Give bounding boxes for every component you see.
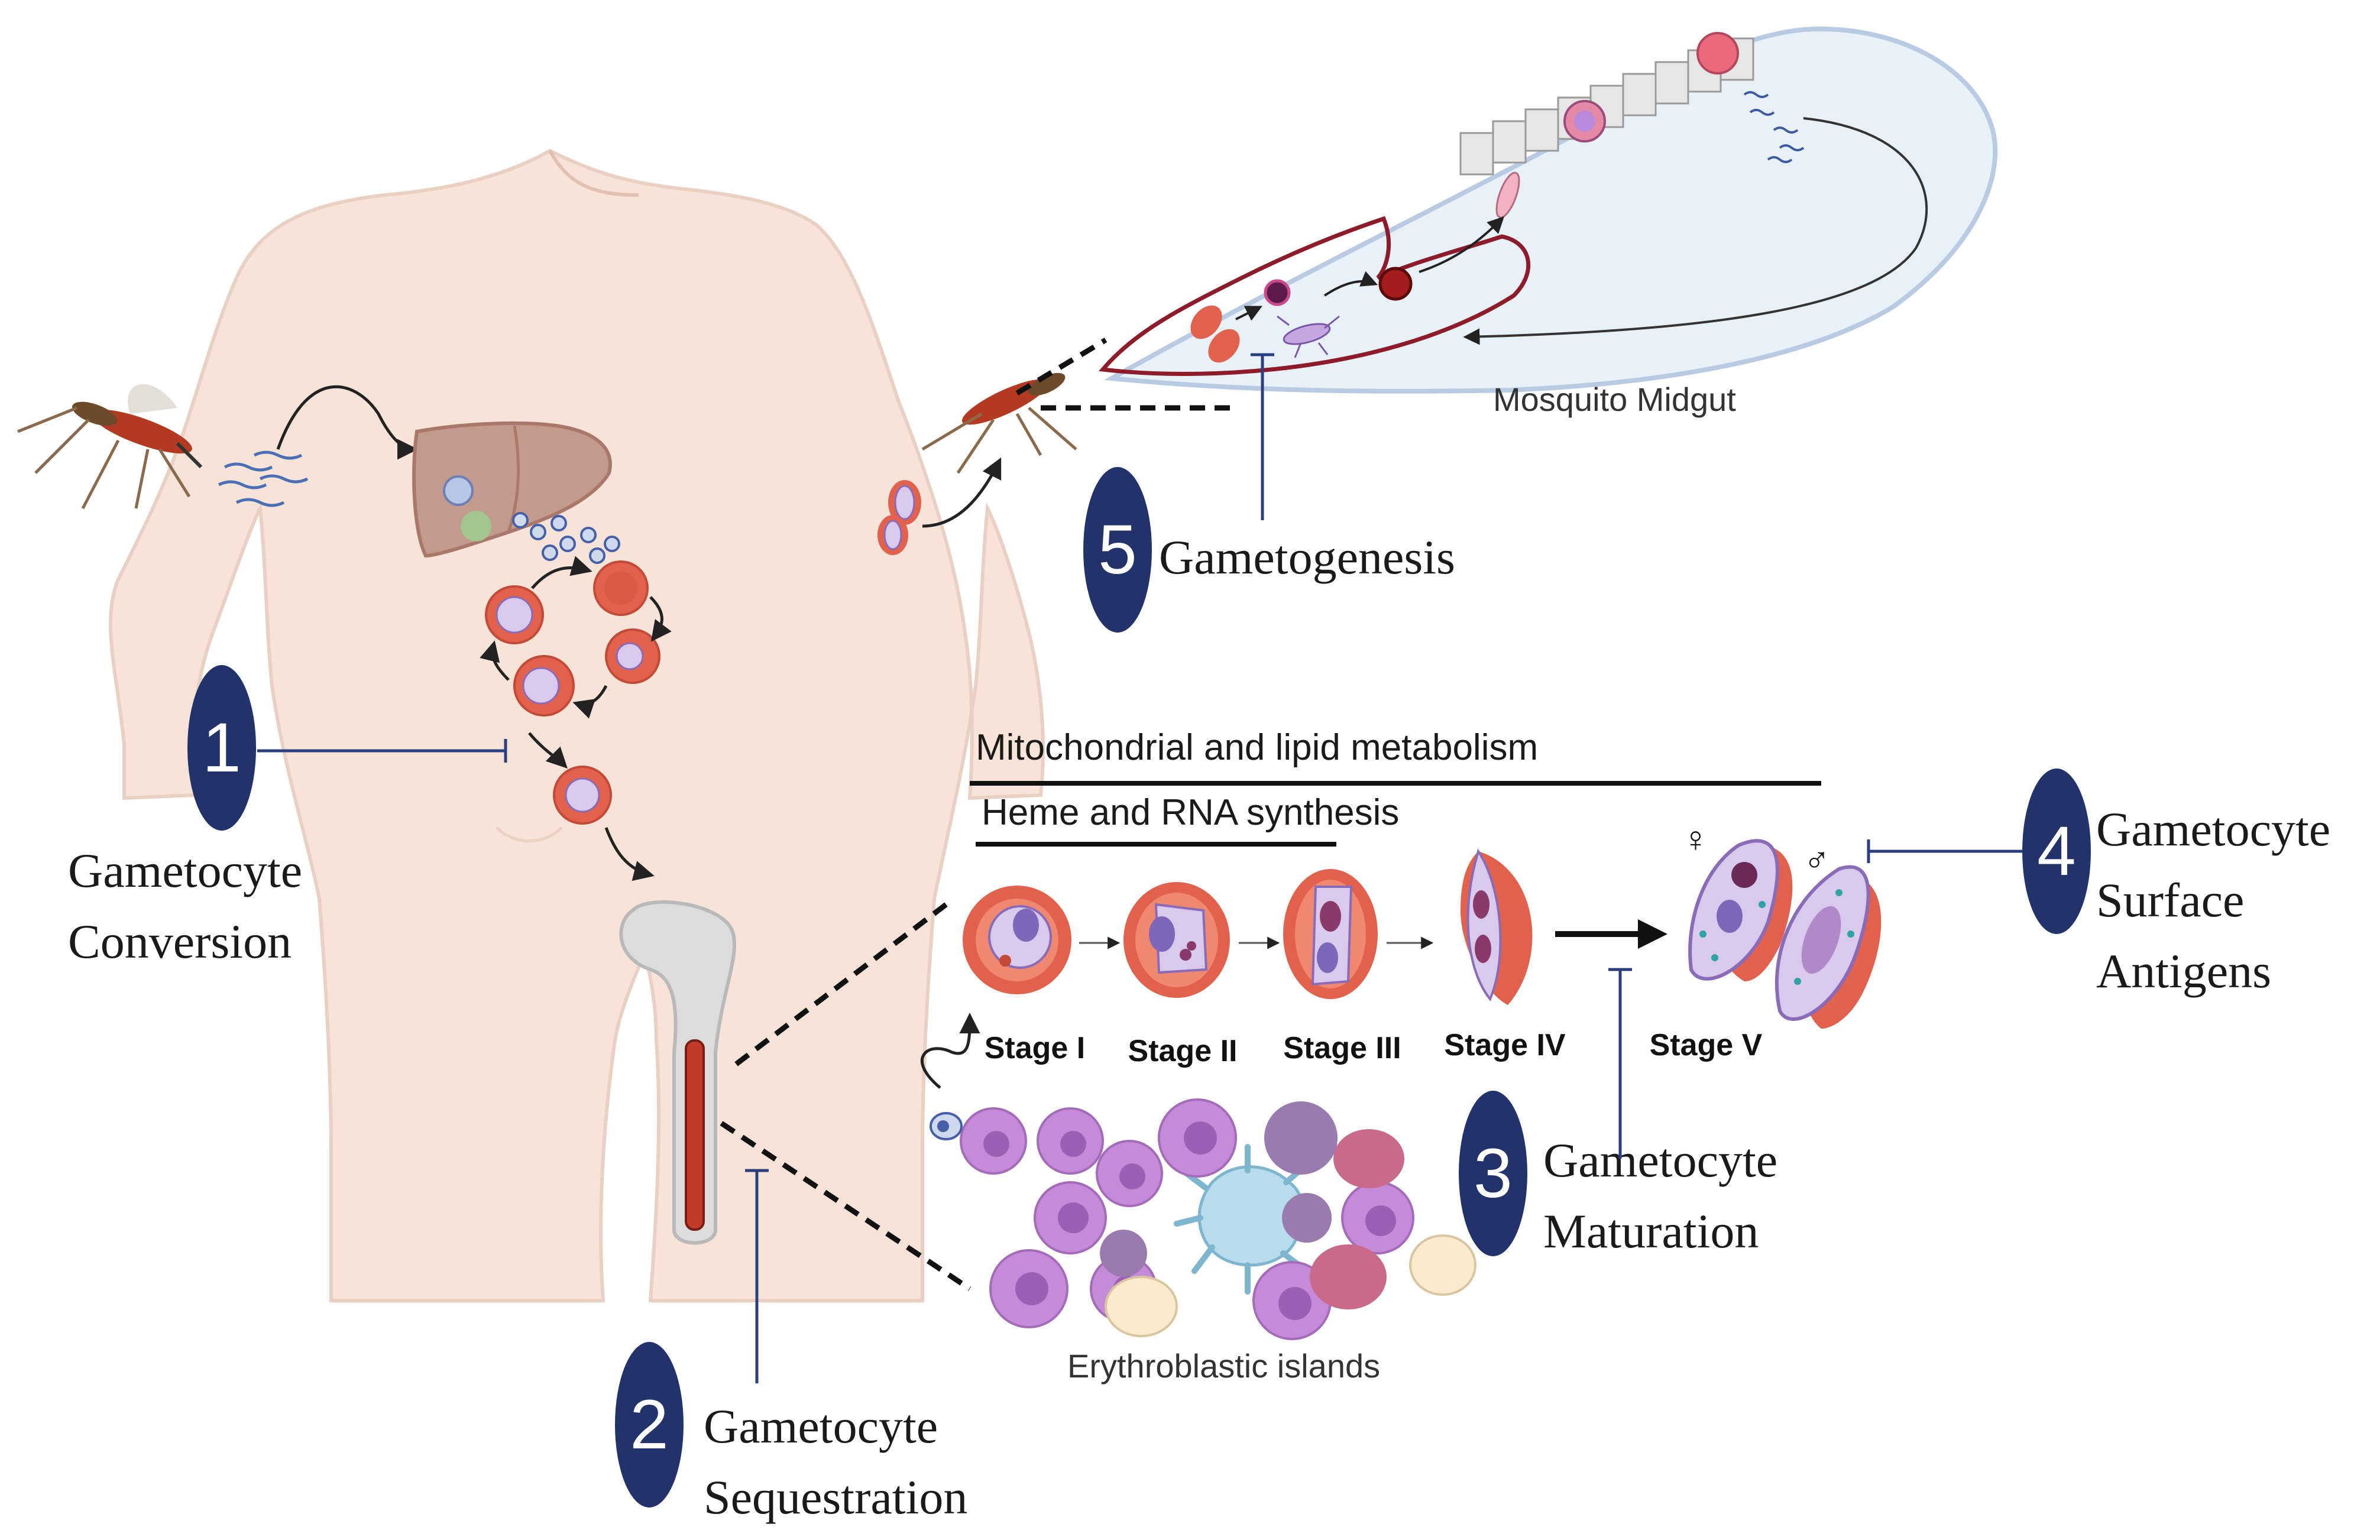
step-3: 3 Gametocyte Maturation — [1459, 968, 1777, 1258]
step-2-badge — [615, 1342, 684, 1507]
step-4-line2: Surface — [2096, 873, 2244, 927]
metabolic-pathways: Mitochondrial and lipid metabolism Heme … — [970, 727, 1821, 847]
stage-label-2: Stage II — [1128, 1034, 1238, 1068]
erythroblastic-islands: Erythroblastic islands — [930, 1098, 1476, 1385]
step-1-badge — [187, 665, 256, 831]
stage-3-cell — [1283, 869, 1378, 999]
step-2-line1: Gametocyte — [704, 1399, 938, 1453]
arrow-island-to-stage — [920, 1013, 980, 1089]
arrow-to-mosquito — [922, 457, 1002, 528]
midgut-outline — [1104, 27, 1998, 394]
liver — [412, 421, 612, 558]
stage-5-male-cell — [1775, 865, 1882, 1029]
stage-5-female-cell — [1688, 839, 1793, 981]
step-4-line1: Gametocyte — [2096, 802, 2330, 856]
female-symbol: ♀ — [1682, 819, 1709, 859]
step-2-number: 2 — [630, 1386, 669, 1464]
step-1: 1 Gametocyte Conversion — [68, 665, 507, 968]
step-4-number: 4 — [2037, 812, 2076, 890]
step-4-line3: Antigens — [2096, 944, 2271, 998]
arrow-to-liver — [276, 385, 418, 460]
step-1-line1: Gametocyte — [68, 844, 302, 897]
step-3-number: 3 — [1474, 1134, 1513, 1212]
step-5-number: 5 — [1098, 511, 1137, 589]
midgut-label: Mosquito Midgut — [1493, 381, 1736, 418]
step-3-badge — [1459, 1091, 1527, 1256]
stage-label-3: Stage III — [1283, 1031, 1401, 1065]
central-macrophage — [1197, 1165, 1305, 1267]
male-symbol: ♂ — [1803, 840, 1830, 880]
step-4-badge — [2022, 769, 2091, 934]
femur-bone-marrow — [619, 900, 737, 1245]
step-3-line2: Maturation — [1543, 1204, 1759, 1258]
step-5: 5 Gametogenesis — [1083, 467, 1455, 633]
gametocyte-stages: ♀ ♂ Stage I Stage II Stage III Stage IV … — [963, 819, 1882, 1068]
step-5-line1: Gametogenesis — [1159, 530, 1455, 584]
stage-4-cell — [1461, 848, 1533, 1005]
blood-stage-cycle — [480, 556, 672, 881]
gametocytes-in-arm — [877, 480, 921, 555]
step-2-line2: Sequestration — [704, 1470, 967, 1524]
step-5-badge — [1083, 467, 1152, 633]
stage-label-4: Stage IV — [1444, 1028, 1565, 1062]
mosquito-right — [921, 372, 1077, 474]
zoom-line-midgut-top — [1015, 338, 1108, 395]
stage-2-cell — [1123, 882, 1230, 998]
stage-1-cell — [963, 886, 1071, 994]
step-1-number: 1 — [202, 709, 241, 787]
zoom-line-stages — [734, 902, 948, 1066]
step-2: 2 Gametocyte Sequestration — [615, 1169, 967, 1524]
step-4: 4 Gametocyte Surface Antigens — [1867, 769, 2330, 998]
pathway-mito-label: Mitochondrial and lipid metabolism — [976, 727, 1538, 768]
step-1-line2: Conversion — [68, 915, 292, 968]
stage-label-1: Stage I — [985, 1031, 1086, 1065]
stage-label-5: Stage V — [1650, 1028, 1763, 1062]
islands-label: Erythroblastic islands — [1067, 1347, 1380, 1385]
pathway-heme-label: Heme and RNA synthesis — [982, 792, 1399, 833]
step-3-line1: Gametocyte — [1543, 1133, 1777, 1187]
inhibitor-step-5 — [1251, 353, 1274, 520]
mosquito-left — [17, 384, 203, 510]
merozoites — [512, 512, 620, 564]
zoom-line-islands — [720, 1121, 972, 1291]
sporozoites — [218, 450, 309, 507]
mosquito-midgut: Mosquito Midgut — [1099, 27, 1998, 418]
